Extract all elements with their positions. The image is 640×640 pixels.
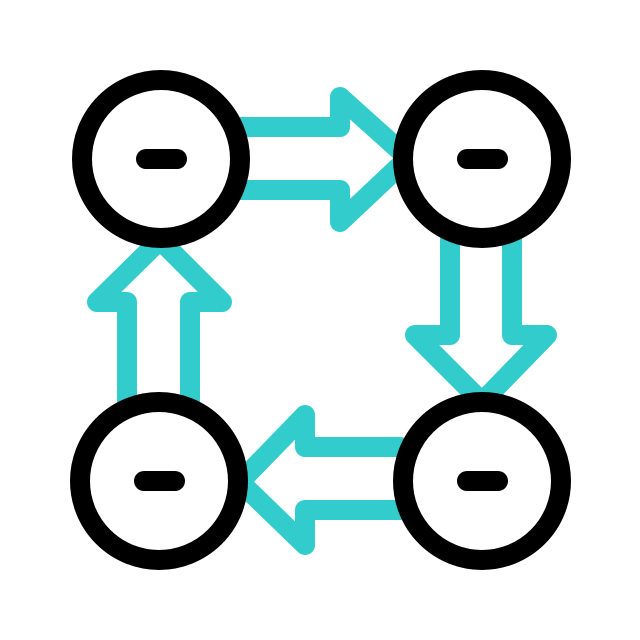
arrow-down-icon bbox=[405, 230, 557, 412]
node-top-left bbox=[72, 70, 250, 248]
arrow-right-icon bbox=[230, 87, 418, 232]
node-bottom-right bbox=[393, 392, 571, 570]
node-top-right bbox=[393, 70, 571, 248]
node-bottom-left bbox=[70, 392, 248, 570]
arrow-up-icon bbox=[87, 230, 232, 410]
arrow-left-icon bbox=[230, 405, 410, 555]
